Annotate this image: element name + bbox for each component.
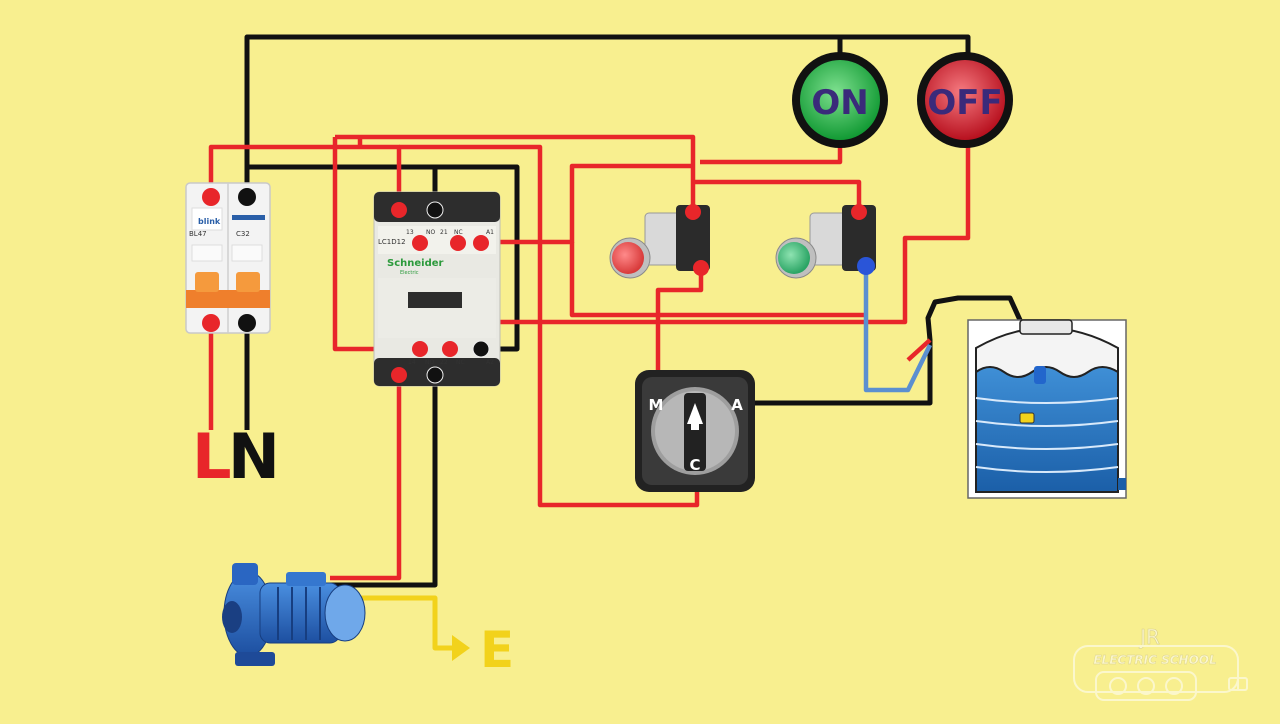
svg-text:14: 14 <box>408 359 416 366</box>
watermark-logo: JR ELECTRIC SCHOOL <box>1073 625 1248 701</box>
svg-text:A1: A1 <box>486 229 494 236</box>
float-red-lead <box>906 338 932 362</box>
breaker-terminal-line-out <box>202 314 220 332</box>
neutral-to-contactor <box>244 164 520 352</box>
selector-knob[interactable] <box>684 393 706 471</box>
neutral-bus-top <box>244 34 971 197</box>
water-tank <box>967 319 1127 499</box>
earth-arrow <box>452 635 470 661</box>
contactor: LC1D12 13 NO 21 NC A1 Schneider Electric… <box>373 191 501 387</box>
line-to-pump <box>330 375 402 581</box>
svg-text:22: 22 <box>440 359 448 366</box>
watermark-text: ELECTRIC SCHOOL <box>1093 653 1216 667</box>
line-a1-to-stop <box>481 163 693 245</box>
start-button-cap[interactable] <box>778 242 810 274</box>
selector-switch[interactable]: M A C <box>635 370 755 492</box>
stop-button-cap[interactable] <box>612 242 644 274</box>
breaker-toggle[interactable] <box>186 290 270 308</box>
svg-text:NO: NO <box>425 359 434 366</box>
contactor-model: LC1D12 <box>378 238 406 246</box>
selector-label-manual: M <box>649 396 664 414</box>
stop-button-terminal-top <box>685 204 701 220</box>
svg-text:A2: A2 <box>486 359 494 366</box>
neutral-to-pump <box>330 375 438 588</box>
neutral-label: N <box>228 420 280 493</box>
line-stop-out-to-m <box>655 268 704 400</box>
earth-wire <box>330 595 455 651</box>
contactor-brand-sub: Electric <box>400 270 419 276</box>
svg-text:21: 21 <box>440 229 448 236</box>
earth-label: E <box>480 621 514 679</box>
contactor-terminal-l1-in <box>391 202 407 218</box>
circuit-breaker: blink BL47 C32 <box>185 182 271 334</box>
svg-text:NO: NO <box>426 229 435 236</box>
start-push-button[interactable] <box>775 204 876 279</box>
contactor-terminal-22 <box>442 341 458 357</box>
breaker-terminal-neutral-in <box>238 188 256 206</box>
float-switch-lower <box>1019 412 1035 424</box>
contactor-brand: Schneider <box>387 258 444 269</box>
selector-label-common: C <box>689 456 700 474</box>
line-label: L <box>192 420 232 493</box>
contactor-terminal-t1-out <box>391 367 407 383</box>
breaker-rating: C32 <box>236 230 250 238</box>
contactor-terminal-t2-out <box>426 366 444 384</box>
float-blue-wire <box>863 266 933 393</box>
watermark-monogram: JR <box>1138 625 1160 649</box>
line-stop-to-start <box>693 179 862 212</box>
contactor-terminal-a2 <box>472 340 490 358</box>
contactor-terminal-21 <box>450 235 466 251</box>
breaker-brand: blink <box>198 217 221 226</box>
contactor-bottom-terminal-labels: 14 NO 22 NC A2 <box>408 359 494 366</box>
start-button-terminal-top <box>851 204 867 220</box>
line-loop-1 <box>335 134 696 212</box>
contactor-terminal-a1 <box>473 235 489 251</box>
line-wires <box>208 134 971 581</box>
contactor-terminal-13 <box>412 235 428 251</box>
contactor-terminal-l2-in <box>426 201 444 219</box>
svg-text:13: 13 <box>406 229 414 236</box>
selector-arrow <box>687 403 703 424</box>
line-breaker-top <box>208 144 402 210</box>
on-label: ON <box>811 83 868 123</box>
svg-text:NC: NC <box>456 359 465 366</box>
svg-text:NC: NC <box>454 229 463 236</box>
line-to-selector-c <box>399 144 700 508</box>
on-indicator: ON <box>792 52 888 148</box>
line-loop-top-contactor <box>569 242 866 318</box>
contactor-top-terminal-labels: 13 NO 21 NC A1 <box>406 229 494 236</box>
start-button-terminal-bottom <box>857 257 875 275</box>
line-on-to-stop <box>700 140 843 165</box>
stop-push-button[interactable] <box>609 204 710 279</box>
breaker-terminal-neutral-out <box>238 314 256 332</box>
selector-label-auto: A <box>731 396 743 414</box>
breaker-terminal-line-in <box>202 188 220 206</box>
off-indicator: OFF <box>917 52 1013 148</box>
breaker-model: BL47 <box>189 230 207 238</box>
contactor-terminal-14 <box>412 341 428 357</box>
stop-button-terminal-bottom <box>693 260 709 276</box>
float-switch-upper <box>1034 366 1046 384</box>
contactor-window <box>408 292 462 308</box>
neutral-wires <box>244 34 1037 588</box>
off-label: OFF <box>927 83 1002 123</box>
water-pump <box>222 563 366 666</box>
